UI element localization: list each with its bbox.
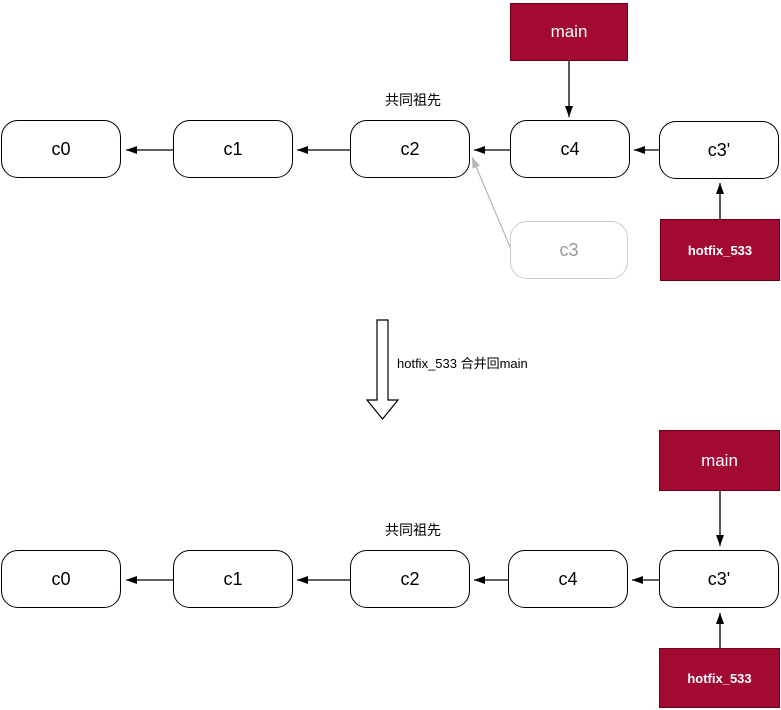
commit-node-c4-top: c4 — [510, 120, 630, 178]
commit-node-c3prime-bottom: c3' — [659, 550, 779, 608]
branch-hotfix-text: hotfix_533 — [687, 670, 752, 686]
commit-label: c3' — [707, 139, 731, 160]
commit-label: c3 — [559, 239, 579, 260]
arrow-top-c3faded-to-c2 — [471, 156, 511, 248]
commit-node-c1-bottom: c1 — [173, 550, 293, 608]
commit-label: c2 — [400, 568, 420, 589]
branch-label-hotfix-top: hotfix_533 — [660, 219, 780, 281]
branch-label-main-bottom: main — [659, 430, 780, 491]
commit-label: c0 — [51, 568, 71, 589]
commit-label: c1 — [223, 568, 243, 589]
commit-node-c3prime-top: c3' — [659, 121, 779, 179]
branch-label-hotfix-bottom: hotfix_533 — [659, 648, 780, 708]
merge-flow-arrow — [365, 319, 400, 420]
branch-hotfix-text: hotfix_533 — [687, 242, 753, 258]
commit-node-c2-top: c2 — [350, 120, 470, 178]
commit-node-c0-bottom: c0 — [1, 550, 121, 608]
branch-main-text: main — [701, 450, 738, 470]
commit-label: c4 — [558, 568, 578, 589]
commit-label: c0 — [51, 138, 71, 159]
commit-label: c2 — [400, 138, 420, 159]
common-ancestor-label-top: 共同祖先 — [385, 92, 441, 108]
commit-label: c3' — [707, 568, 731, 589]
commit-node-c3-faded: c3 — [510, 221, 628, 279]
commit-node-c4-bottom: c4 — [508, 550, 628, 608]
commit-node-c0-top: c0 — [1, 120, 121, 178]
merge-caption: hotfix_533 合并回main — [397, 356, 528, 371]
common-ancestor-label-bottom: 共同祖先 — [385, 522, 441, 538]
commit-label: c1 — [223, 138, 243, 159]
commit-node-c1-top: c1 — [173, 120, 293, 178]
commit-label: c4 — [560, 138, 580, 159]
branch-label-main-top: main — [510, 3, 628, 61]
commit-node-c2-bottom: c2 — [350, 550, 470, 608]
branch-main-text: main — [550, 22, 588, 41]
